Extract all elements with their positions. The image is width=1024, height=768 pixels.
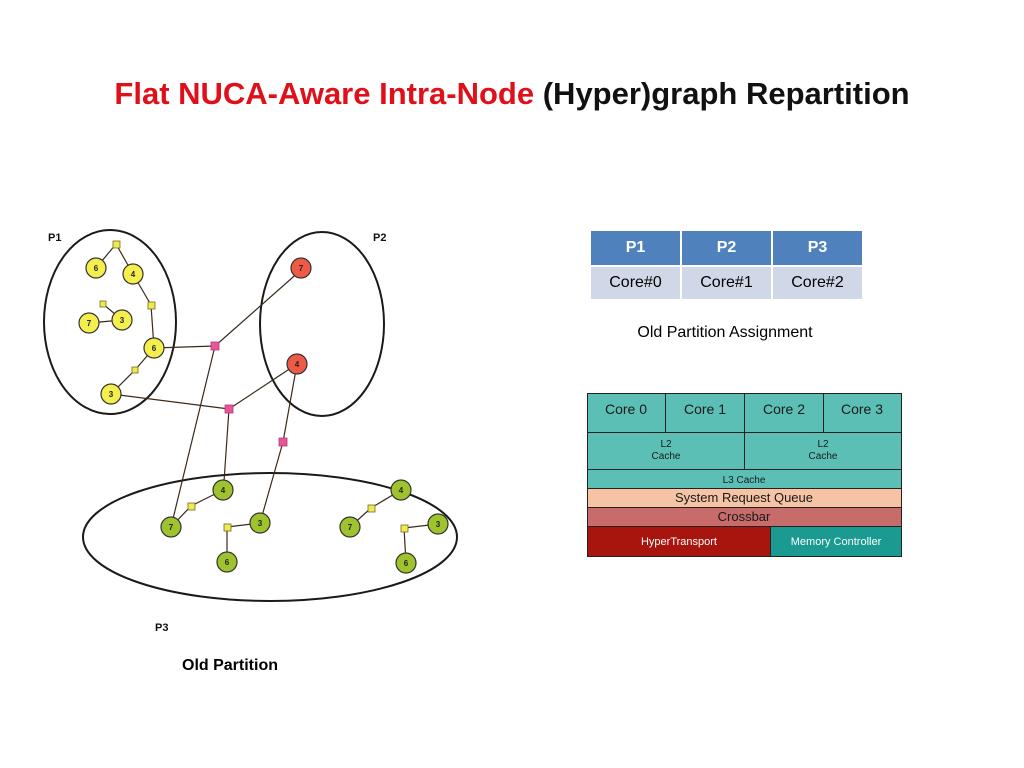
l2-right-label-line1: L2 — [817, 439, 829, 450]
partition-label-p3: P3 — [155, 622, 168, 634]
l2-left-label-line1: L2 — [660, 439, 672, 450]
p3-node-label: 4 — [399, 486, 404, 495]
old-partition-caption: Old Partition — [182, 657, 278, 674]
core-3-label: Core 3 — [841, 401, 883, 417]
p1-node-label: 3 — [109, 390, 114, 399]
p2-node-label: 7 — [299, 264, 304, 273]
core-1-label: Core 1 — [684, 401, 726, 417]
crossbar-label: Crossbar — [718, 509, 771, 524]
partition-p1-ellipse — [43, 229, 177, 415]
core-3-block — [823, 393, 902, 433]
core-2-label: Core 2 — [763, 401, 805, 417]
p1-node-label: 7 — [87, 319, 92, 328]
slide-title: Flat NUCA-Aware Intra-Node (Hyper)graph … — [0, 76, 1024, 112]
cross-edges — [110, 269, 302, 528]
l3-cache-label: L3 Cache — [723, 475, 766, 486]
table-header-cell: P1 — [591, 231, 680, 265]
net-markers — [210, 341, 288, 447]
p1-node-label: 6 — [152, 344, 157, 353]
partition-p3-ellipse — [82, 472, 458, 602]
partition-label-p2: P2 — [373, 232, 386, 244]
cache-svg: Core 0 Core 1 Core 2 Core 3 L2 Cache L2 … — [587, 393, 902, 557]
title-rest: (Hyper)graph Repartition — [542, 76, 910, 111]
p3-node-label: 6 — [225, 558, 230, 567]
p3-node-label: 3 — [258, 519, 263, 528]
core-0-block — [587, 393, 666, 433]
old-assignment-caption: Old Partition Assignment — [637, 324, 813, 341]
core-2-block — [744, 393, 824, 433]
graph-svg: P1 P2 P3 — [43, 229, 458, 634]
p3-node-label: 7 — [348, 523, 353, 532]
hypertransport-label: HyperTransport — [641, 536, 717, 548]
p1-node-label: 4 — [131, 270, 136, 279]
p3-left-nodes: 4 7 3 6 — [160, 479, 271, 573]
old-partition-graph: P1 P2 P3 — [40, 222, 480, 642]
cache-architecture-diagram: Core 0 Core 1 Core 2 Core 3 L2 Cache L2 … — [587, 393, 902, 557]
partition-assignment-table: P1 P2 P3 Core#0 Core#1 Core#2 — [589, 229, 864, 301]
p1-nodes: 6 4 7 3 6 3 — [78, 257, 165, 405]
p3-node-label: 3 — [436, 520, 441, 529]
core-1-block — [665, 393, 745, 433]
l2-right-label-line2: Cache — [809, 451, 838, 462]
p3-edges — [170, 489, 439, 563]
table-header-cell: P3 — [773, 231, 862, 265]
p3-node-label: 6 — [404, 559, 409, 568]
p3-node-label: 4 — [221, 486, 226, 495]
p3-right-nodes: 4 7 3 6 — [339, 479, 449, 574]
memory-controller-label: Memory Controller — [791, 536, 882, 548]
l2-left-label-line2: Cache — [652, 451, 681, 462]
partition-p2-ellipse — [259, 231, 385, 417]
p1-node-label: 6 — [94, 264, 99, 273]
table-header-row: P1 P2 P3 — [591, 231, 862, 265]
core-0-label: Core 0 — [605, 401, 647, 417]
p2-nodes: 7 4 — [286, 257, 312, 375]
table-cell: Core#2 — [773, 267, 862, 299]
partition-label-p1: P1 — [48, 232, 61, 244]
table-row: Core#0 Core#1 Core#2 — [591, 267, 862, 299]
table-header-cell: P2 — [682, 231, 771, 265]
system-request-queue-label: System Request Queue — [675, 490, 813, 505]
table-cell: Core#1 — [682, 267, 771, 299]
memory-controller-block — [770, 526, 902, 557]
title-highlight: Flat NUCA-Aware Intra-Node — [114, 76, 535, 111]
p1-node-label: 3 — [120, 316, 125, 325]
p2-node-label: 4 — [295, 360, 300, 369]
hypertransport-block — [587, 526, 771, 557]
table-cell: Core#0 — [591, 267, 680, 299]
p3-node-label: 7 — [169, 523, 174, 532]
